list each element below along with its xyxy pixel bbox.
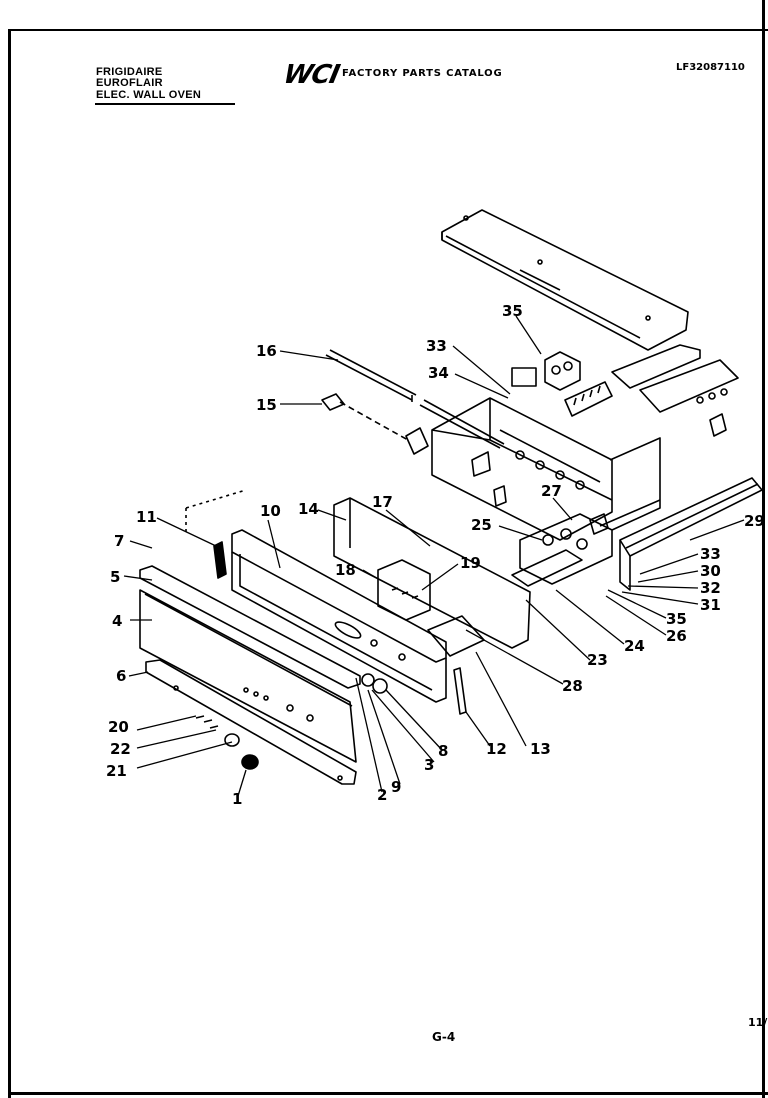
- knob-assembly: [195, 715, 259, 770]
- callout-35b: 35: [666, 610, 687, 628]
- callout-28: 28: [562, 677, 583, 695]
- circuit-board-bracket: [333, 497, 531, 649]
- callout-25: 25: [471, 516, 492, 534]
- callout-2: 2: [377, 786, 387, 804]
- callout-16: 16: [256, 342, 277, 360]
- knob-part: [321, 393, 429, 455]
- page-code: G-4: [432, 1030, 456, 1044]
- model-number: LF32087110: [676, 62, 745, 73]
- callout-14: 14: [298, 500, 319, 518]
- control-chassis: [431, 397, 661, 541]
- page-border-top: [8, 29, 768, 31]
- side-rail: [619, 477, 763, 591]
- callout-19: 19: [460, 554, 481, 572]
- page-border-bottom: [8, 1092, 768, 1095]
- callout-33: 33: [426, 337, 447, 355]
- callout-21: 21: [106, 762, 127, 780]
- callout-32: 32: [700, 579, 721, 597]
- callout-7: 7: [114, 532, 124, 550]
- callout-23: 23: [587, 651, 608, 669]
- callout-22: 22: [110, 740, 131, 758]
- callout-10: 10: [260, 502, 281, 520]
- page-border-left: [8, 29, 11, 1098]
- callout-17: 17: [372, 493, 393, 511]
- switch-assembly: [511, 513, 613, 587]
- callout-33b: 33: [700, 545, 721, 563]
- callout-12: 12: [486, 740, 507, 758]
- date-code: 11/: [748, 1016, 768, 1029]
- brand-name: FRIGIDAIRE: [96, 66, 163, 78]
- callout-24: 24: [624, 637, 645, 655]
- callout-18: 18: [335, 561, 356, 579]
- callout-29: 29: [744, 512, 765, 530]
- callout-labels: 16 15 33 34 35 11 10 14 17 7 5 4 6 18 19…: [106, 302, 765, 808]
- callout-3: 3: [424, 756, 434, 774]
- callout-34: 34: [428, 364, 449, 382]
- callout-11: 11: [136, 508, 157, 526]
- callout-5: 5: [110, 568, 120, 586]
- small-strip: [453, 667, 467, 715]
- page-border-right: [762, 0, 765, 1098]
- callout-31: 31: [700, 596, 721, 614]
- callout-15: 15: [256, 396, 277, 414]
- front-control-panel: [139, 565, 361, 763]
- callout-8: 8: [438, 742, 448, 760]
- relay-assembly: [511, 351, 613, 417]
- gasket-strip: [213, 541, 227, 579]
- mounting-bracket: [611, 344, 739, 437]
- series-name: EUROFLAIR: [96, 77, 163, 89]
- callout-20: 20: [108, 718, 129, 736]
- top-cover: [441, 209, 689, 351]
- product-type: ELEC. WALL OVEN: [96, 89, 202, 101]
- callout-30: 30: [700, 562, 721, 580]
- selector-knobs: [361, 673, 388, 694]
- header-rule: [95, 103, 235, 105]
- callout-35: 35: [502, 302, 523, 320]
- callout-13: 13: [530, 740, 551, 758]
- catalog-title: FACTORY PARTS CATALOG: [342, 68, 503, 79]
- callout-26: 26: [666, 627, 687, 645]
- callout-27: 27: [541, 482, 562, 500]
- support-rod: [325, 349, 505, 449]
- callout-1: 1: [232, 790, 242, 808]
- callout-4: 4: [112, 612, 122, 630]
- control-panel-trim: [231, 529, 447, 703]
- callout-9: 9: [391, 778, 401, 796]
- callout-6: 6: [116, 667, 126, 685]
